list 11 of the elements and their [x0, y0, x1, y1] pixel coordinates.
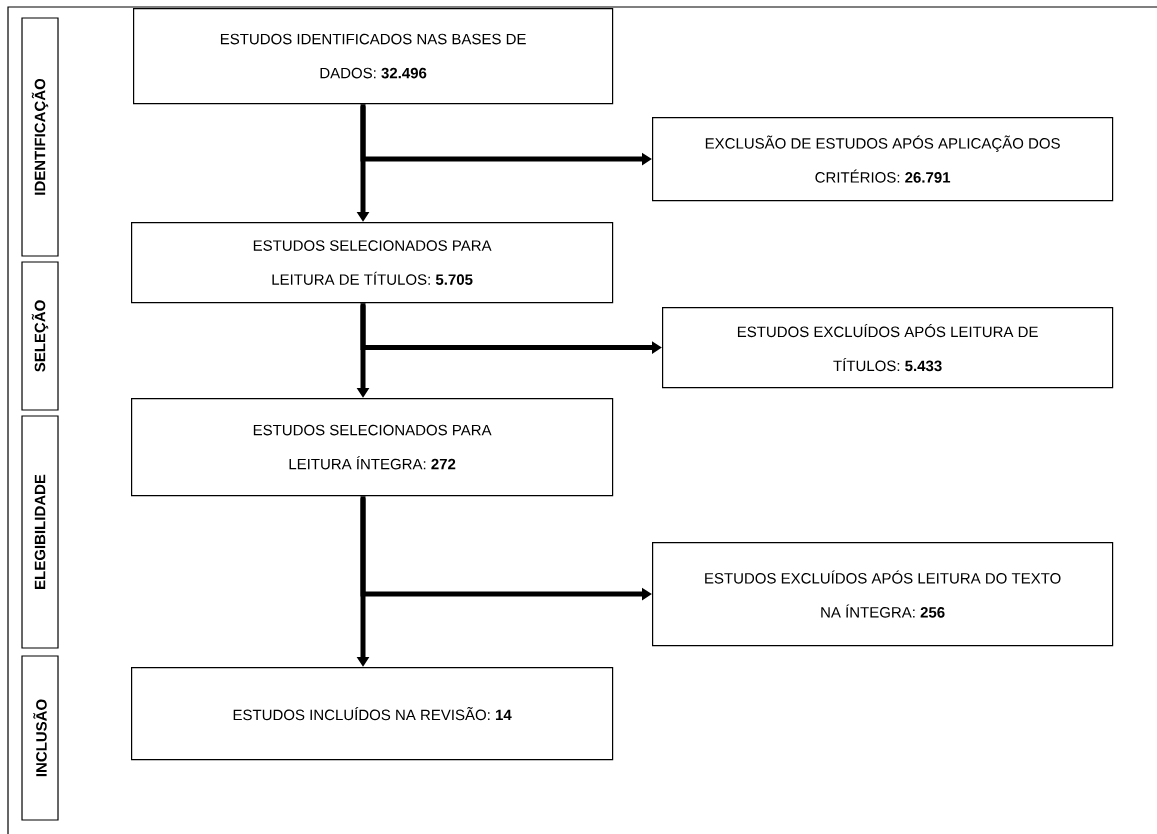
stage-label: SELEÇÃO [21, 261, 59, 411]
process-box: ESTUDOS EXCLUÍDOS APÓS LEITURA DO TEXTO NA ÍNTEGRA: 256 [652, 542, 1114, 647]
process-box: ESTUDOS IDENTIFICADOS NAS BASES DE DADOS: 32.496 [133, 8, 614, 105]
stage-label: ELEGIBILIDADE [21, 415, 59, 649]
process-box: ESTUDOS EXCLUÍDOS APÓS LEITURA DE TÍTULOS: 5.433 [662, 307, 1114, 389]
process-box: ESTUDOS SELECIONADOS PARA LEITURA ÍNTEGRA: 272 [131, 398, 614, 497]
stage-label: IDENTIFICAÇÃO [21, 17, 59, 257]
process-box: ESTUDOS INCLUÍDOS NA REVISÃO: 14 [131, 667, 614, 761]
stage-label: INCLUSÃO [21, 655, 59, 821]
process-box: EXCLUSÃO DE ESTUDOS APÓS APLICAÇÃO DOS CRITÉRIOS: 26.791 [652, 117, 1114, 202]
process-box: ESTUDOS SELECIONADOS PARA LEITURA DE TÍTULOS: 5.705 [131, 222, 614, 304]
